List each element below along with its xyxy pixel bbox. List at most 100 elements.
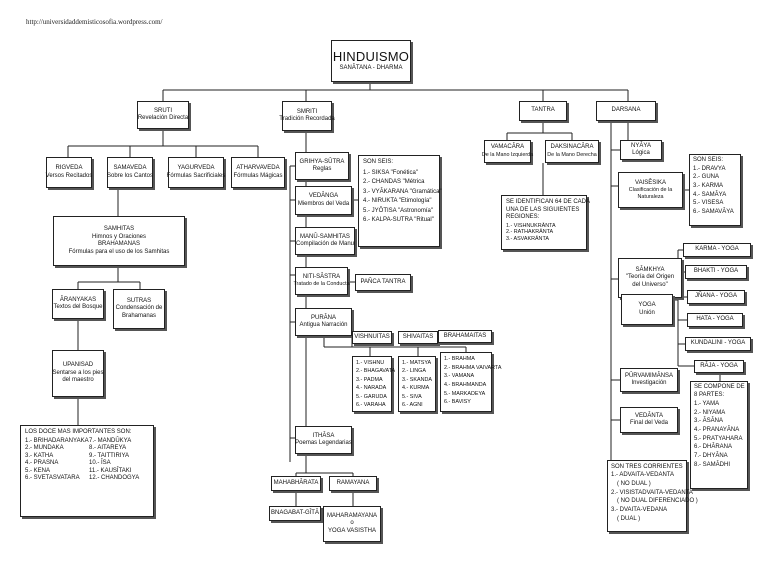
vaisesika-list-heading: SON SEIS: bbox=[693, 157, 724, 163]
node-mahabharata: MAHABHĀRATA bbox=[271, 476, 321, 491]
list-item: 6.- BAVISY bbox=[444, 399, 471, 406]
list-item: 8.- AITAREYA bbox=[89, 445, 127, 451]
niti-subtitle: Tratado de la Conducta bbox=[293, 281, 350, 288]
list-item: 2.- GUNA bbox=[693, 174, 720, 181]
list-item: 2.- NIYAMA bbox=[694, 409, 726, 416]
node-vishnuitas: VISHNUITAS bbox=[352, 331, 392, 344]
vedanga-title: VEDĀNGA bbox=[308, 193, 339, 199]
list-item: 5.- VISESA bbox=[693, 200, 724, 207]
node-brahamaitas: BRAHAMAITAS bbox=[438, 330, 492, 343]
list-item: 1.- DRAVYA bbox=[693, 165, 726, 172]
grihya-title: GRIHYA-SŪTRA bbox=[299, 158, 345, 165]
list-item: 2.- RATHAKRĀNTA bbox=[506, 229, 554, 236]
list-item: 3.- KARMA bbox=[693, 182, 724, 189]
list-item: 6.- DHĀRANA bbox=[694, 444, 733, 451]
brahamanas-title: BRAHAMANAS bbox=[97, 241, 140, 247]
vedanga-list-heading: SON SEIS: bbox=[363, 159, 394, 165]
node-niti-sastra: NITI-SĀSTRA Tratado de la Conducta bbox=[293, 267, 350, 295]
node-rigveda: RIGVEDA Versos Recitados bbox=[46, 157, 92, 188]
list-item: 2.- CHANDAS "Métrica bbox=[363, 179, 425, 186]
ithasa-title: ITHĀSA bbox=[312, 432, 335, 439]
sruti-title: SRUTI bbox=[154, 107, 172, 114]
root-hinduismo: HINDUISMO SANĀTANA - DHARMA bbox=[331, 40, 411, 82]
node-ramayana: RAMAYANA bbox=[329, 476, 377, 491]
vamacara-subtitle: De la Mano Izquierda bbox=[481, 151, 534, 158]
smriti-title: SMRITI bbox=[296, 108, 318, 115]
samaveda-subtitle: Sobre los Cantos bbox=[106, 172, 154, 179]
list-item: 4.- NARADA bbox=[356, 385, 387, 392]
raja-list-line1: SE COMPONE DE bbox=[694, 384, 745, 390]
smriti-subtitle: Tradición Recordada bbox=[279, 116, 335, 122]
list-item: 5.- PRATYAHARA bbox=[694, 435, 743, 442]
node-atharvaveda: ATHARVAVEDA Fórmulas Mágicas bbox=[231, 157, 285, 188]
yagurveda-title: YAGURVEDA bbox=[177, 165, 215, 171]
kranta-line2: UNA DE LAS SIGUIENTES bbox=[506, 206, 580, 213]
node-karma-yoga: KARMA - YOGA bbox=[683, 243, 751, 257]
node-kranta-list: SE IDENTIFICAN 64 DE CADA UNA DE LAS SIG… bbox=[501, 195, 591, 250]
list-item: ( DUAL ) bbox=[617, 515, 641, 522]
hata-yoga-label: HATA - YOGA bbox=[696, 316, 734, 323]
list-item: 7.- MANDŪKYA bbox=[89, 437, 132, 444]
node-purvamimansa: PŪRVAMIMĀNSA Investigación bbox=[620, 368, 678, 392]
samkhya-title: SĀMKHYA bbox=[635, 266, 665, 273]
rigveda-subtitle: Versos Recitados bbox=[45, 172, 93, 179]
maharamayana-line3: YOGA VASISTHA bbox=[328, 527, 376, 534]
list-item: 3.- ĀSĀNA bbox=[694, 418, 724, 425]
list-item: 1.- SIKSA "Fonética" bbox=[363, 169, 418, 176]
manu-title: MANŪ-SAMHITAS bbox=[300, 233, 350, 240]
daksinacara-subtitle: De la Mano Derecha bbox=[547, 151, 597, 158]
node-smriti: SMRITI Tradición Recordada bbox=[279, 101, 335, 131]
node-kundalini-yoga: KUNDALINI - YOGA bbox=[685, 337, 751, 351]
vamacara-title: VAMACĀRA bbox=[490, 144, 525, 151]
list-item: 3.- SKANDA bbox=[402, 376, 432, 383]
node-vaisesika-list: SON SEIS: 1.- DRAVYA 2.- GUNA 3.- KARMA … bbox=[689, 154, 741, 226]
node-raja-yoga: RĀJA - YOGA bbox=[694, 360, 744, 373]
upanisad-line3: del maestro bbox=[62, 377, 94, 384]
list-item: 5.- GARUDA bbox=[356, 393, 387, 400]
sutras-title: SUTRAS bbox=[126, 297, 152, 304]
samaveda-title: SAMAVEDA bbox=[113, 165, 147, 171]
list-item: 5.- KENA bbox=[25, 467, 51, 474]
atharvaveda-title: ATHARVAVEDA bbox=[236, 165, 280, 171]
node-upanisads-list: LOS DOCE MAS IMPORTANTES SON: 1.- BRIHAD… bbox=[20, 425, 154, 517]
node-corrientes-list: SON TRES CORRIENTES 1.- ADVAITA-VEDANTA … bbox=[607, 460, 698, 532]
node-shivaitas-list: 1.- MATSYA 2.- LINGA 3.- SKANDA 4.- KURM… bbox=[398, 356, 436, 412]
node-jnana-yoga: JÑANA - YOGA bbox=[687, 290, 745, 304]
node-yagurveda: YAGURVEDA Fórmulas Sacrificiales bbox=[166, 157, 226, 188]
list-item: 6.- SVETASVATARA bbox=[25, 475, 80, 481]
nyaya-subtitle: Lógica bbox=[632, 150, 650, 156]
purana-subtitle: Antigua Narración bbox=[299, 322, 348, 328]
kranta-line1: SE IDENTIFICAN 64 DE CADA bbox=[506, 199, 591, 205]
vaisesika-line2: Clasificación de la bbox=[628, 187, 673, 193]
list-item: 3.- DVAITA-VEDANA bbox=[611, 507, 668, 514]
node-shivaitas: SHIVAITAS bbox=[398, 331, 438, 344]
raja-list-line2: 8 PARTES: bbox=[694, 391, 725, 398]
node-sruti: SRUTI Revelación Directa bbox=[137, 101, 189, 129]
yagurveda-subtitle: Fórmulas Sacrificiales bbox=[166, 172, 226, 179]
node-vamacara: VAMACĀRA De la Mano Izquierda bbox=[481, 140, 534, 163]
node-sutras: SUTRAS Condensación de Brahamanas bbox=[113, 289, 165, 329]
list-item: 10.- ĪSA bbox=[89, 460, 111, 466]
node-samhitas-brahamanas: SAMHITAS Himnos y Oraciones BRAHAMANAS F… bbox=[53, 216, 185, 266]
karma-yoga-label: KARMA - YOGA bbox=[695, 246, 739, 253]
list-item: 4.- PRANAYĀNA bbox=[694, 427, 740, 434]
list-item: 1.- VISHNUKRĀNTA bbox=[506, 222, 556, 229]
list-item: 4.- SAMĀYA bbox=[693, 191, 727, 198]
list-item: 1.- MATSYA bbox=[402, 360, 432, 366]
mahabharata-title: MAHABHĀRATA bbox=[273, 479, 319, 486]
upanisads-grid: 1.- BRIHADARANYAKA 7.- MANDŪKYA 2.- MUND… bbox=[25, 438, 149, 483]
upanisad-title: UPANISAD bbox=[62, 362, 94, 369]
list-item: 2.- LINGA bbox=[402, 368, 426, 375]
list-item: 3.- PADMA bbox=[356, 376, 383, 383]
vedanga-subtitle: Miembros del Veda bbox=[297, 200, 350, 207]
vedanta-subtitle: Final del Veda bbox=[629, 420, 669, 426]
node-ithasa: ITHĀSA Poemas Legendarias bbox=[295, 426, 352, 454]
node-samkhya: SĀMKHYA "Teoría del Origen del Universo" bbox=[618, 258, 682, 298]
list-item: 2.- BRAHMA VAIVARTA bbox=[444, 364, 502, 371]
node-daksinacara: DAKSINACĀRA De la Mano Derecha bbox=[545, 140, 599, 163]
raja-yoga-label: RĀJA - YOGA bbox=[700, 362, 738, 369]
jnana-yoga-label: JÑANA - YOGA bbox=[695, 293, 737, 300]
list-item: 5.- MARKADEYA bbox=[444, 390, 486, 397]
kranta-line3: REGIONES: bbox=[506, 214, 540, 220]
